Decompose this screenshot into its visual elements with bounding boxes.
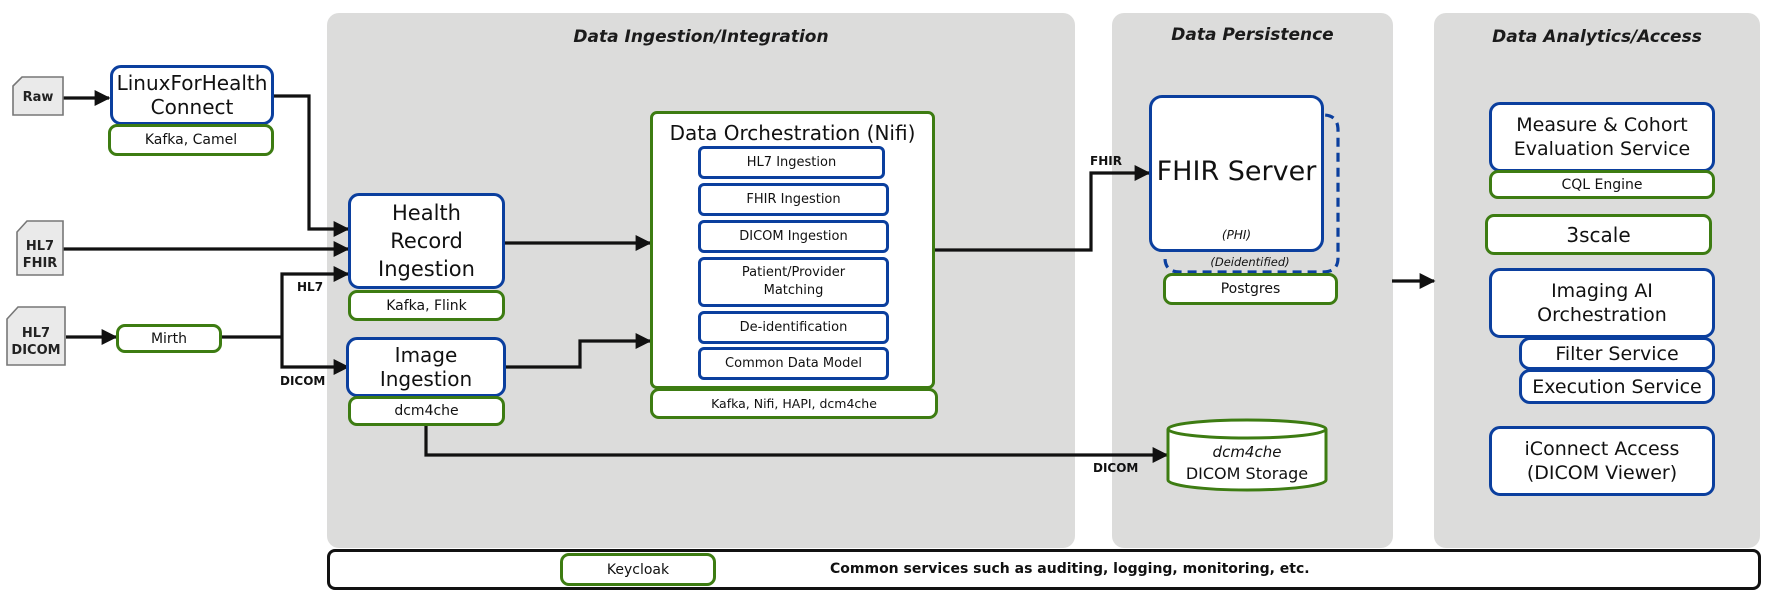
dicom-storage-edge-label: DICOM xyxy=(1093,461,1139,475)
fhir-server-box: FHIR Server (PHI) xyxy=(1149,95,1324,252)
hl7-fhir-label-1: HL7 xyxy=(25,239,55,254)
lfh-tech-box: Kafka, Camel xyxy=(108,124,274,156)
hl7-fhir-label-2: FHIR xyxy=(22,256,58,271)
orch-item-dicom: DICOM Ingestion xyxy=(698,220,889,253)
keycloak-label: Keycloak xyxy=(606,561,670,578)
orch-item-deid: De-identification xyxy=(698,311,889,344)
orch-item-matching-label: Patient/Provider Matching xyxy=(741,265,846,298)
iconnect-title: iConnect Access (DICOM Viewer) xyxy=(1524,438,1680,484)
raw-label: Raw xyxy=(22,90,54,105)
orchestration-title: Data Orchestration (Nifi) xyxy=(669,121,916,145)
lfh-connect-box: LinuxForHealth Connect xyxy=(110,65,274,125)
imaging-ai-box: Imaging AI Orchestration xyxy=(1489,268,1715,338)
dicom-storage-name: dcm4che xyxy=(1212,443,1282,461)
hl7-dicom-label-2: DICOM xyxy=(11,343,61,358)
mirth-box: Mirth xyxy=(116,324,222,353)
raw-source-doc: Raw xyxy=(12,76,64,116)
postgres-label: Postgres xyxy=(1220,281,1281,297)
hl7-dicom-label-1: HL7 xyxy=(21,326,51,341)
orch-item-hl7-label: HL7 Ingestion xyxy=(746,155,837,170)
fhir-server-title: FHIR Server xyxy=(1156,156,1317,187)
orch-item-dicom-label: DICOM Ingestion xyxy=(739,229,848,244)
lfh-tech-label: Kafka, Camel xyxy=(144,132,238,148)
health-record-title: Health Record Ingestion xyxy=(378,201,475,281)
orchestration-tech-box: Kafka, Nifi, HAPI, dcm4che xyxy=(650,388,938,419)
measure-cohort-box: Measure & Cohort Evaluation Service xyxy=(1489,102,1715,172)
mirth-label: Mirth xyxy=(150,330,188,347)
ingestion-panel-title: Data Ingestion/Integration xyxy=(573,27,829,47)
imaging-ai-title: Imaging AI Orchestration xyxy=(1537,280,1667,326)
orch-item-cdm-label: Common Data Model xyxy=(725,356,862,371)
orch-item-cdm: Common Data Model xyxy=(698,347,889,380)
iconnect-box: iConnect Access (DICOM Viewer) xyxy=(1489,426,1715,496)
image-ingestion-tech-box: dcm4che xyxy=(348,396,505,426)
orch-item-deid-label: De-identification xyxy=(739,320,848,335)
execution-service-label: Execution Service xyxy=(1532,375,1702,398)
orch-item-hl7: HL7 Ingestion xyxy=(698,146,885,179)
filter-service-label: Filter Service xyxy=(1555,342,1679,365)
health-record-tech-box: Kafka, Flink xyxy=(348,290,505,321)
orch-item-fhir: FHIR Ingestion xyxy=(698,183,889,216)
measure-cohort-title: Measure & Cohort Evaluation Service xyxy=(1513,114,1691,160)
image-ingestion-title: Image Ingestion xyxy=(379,343,473,391)
orch-item-fhir-label: FHIR Ingestion xyxy=(746,192,841,207)
keycloak-box: Keycloak xyxy=(560,553,716,586)
hl7-fhir-source-doc: HL7 FHIR xyxy=(16,220,64,276)
orchestration-tech-label: Kafka, Nifi, HAPI, dcm4che xyxy=(711,396,877,411)
image-ingestion-tech-label: dcm4che xyxy=(394,403,459,419)
image-ingestion-box: Image Ingestion xyxy=(346,337,506,397)
postgres-box: Postgres xyxy=(1163,273,1338,305)
dicom-storage-cylinder: dcm4che DICOM Storage xyxy=(1166,418,1328,492)
hl7-edge-label: HL7 xyxy=(297,280,324,294)
health-record-tech-label: Kafka, Flink xyxy=(386,297,467,314)
orch-item-matching: Patient/Provider Matching xyxy=(698,257,889,307)
threescale-box: 3scale xyxy=(1485,214,1712,255)
cql-engine-box: CQL Engine xyxy=(1489,170,1715,199)
common-services-text: Common services such as auditing, loggin… xyxy=(830,561,1310,577)
hl7-dicom-source-doc: HL7 DICOM xyxy=(6,306,66,366)
fhir-deidentified-label: (Deidentified) xyxy=(1210,255,1290,269)
filter-service-box: Filter Service xyxy=(1519,337,1715,370)
threescale-label: 3scale xyxy=(1566,222,1631,247)
dicom-edge-label: DICOM xyxy=(280,374,326,388)
common-services-bar: Keycloak Common services such as auditin… xyxy=(327,549,1761,590)
analytics-panel-title: Data Analytics/Access xyxy=(1492,27,1702,47)
execution-service-box: Execution Service xyxy=(1519,369,1715,404)
health-record-box: Health Record Ingestion xyxy=(348,193,505,289)
persistence-panel-title: Data Persistence xyxy=(1171,25,1334,45)
lfh-connect-title: LinuxForHealth Connect xyxy=(116,71,268,119)
fhir-edge-label: FHIR xyxy=(1090,154,1122,168)
fhir-phi-label: (PHI) xyxy=(1221,228,1252,242)
cql-engine-label: CQL Engine xyxy=(1561,176,1643,193)
dicom-storage-label: DICOM Storage xyxy=(1185,464,1309,483)
